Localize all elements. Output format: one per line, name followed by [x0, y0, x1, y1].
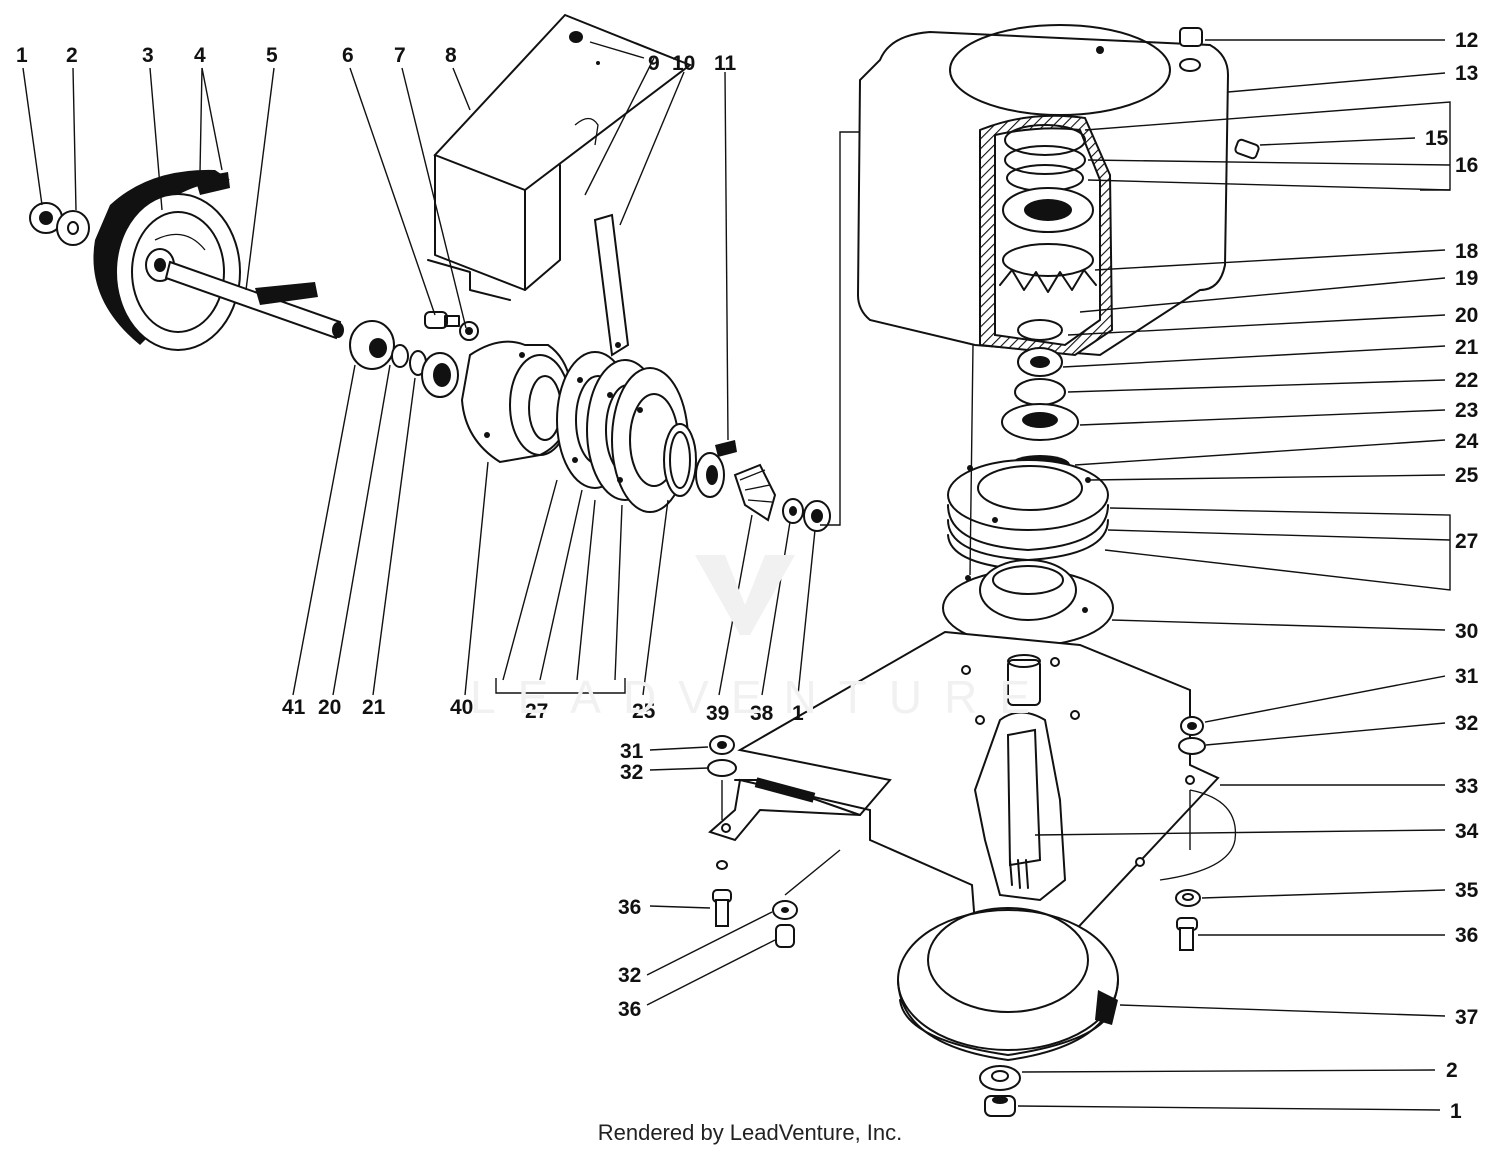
- part-12-vent-plug: [1179, 27, 1203, 47]
- callout-label: 21: [362, 696, 386, 719]
- callout-label: 2: [1446, 1059, 1458, 1082]
- part-25-flange: [947, 459, 1109, 531]
- callout-labels: 1 2 3 4 5 6 7 8 9 10 11 12 13 15 16 18 1…: [16, 29, 1479, 1123]
- callout-label: 27: [525, 700, 548, 723]
- part-11-key: [715, 440, 737, 457]
- part-27-gaskets: [556, 351, 689, 513]
- part-38-washer: [782, 498, 804, 524]
- callout-label: 20: [1455, 304, 1478, 327]
- part-10-bracket: [593, 213, 630, 357]
- callout-label: 36: [618, 896, 641, 919]
- callout-label: 34: [1455, 820, 1479, 843]
- part-7-washer: [459, 321, 479, 341]
- callout-label: 22: [1455, 369, 1478, 392]
- part-1-nut-b: [803, 500, 831, 532]
- callout-label: 20: [318, 696, 341, 719]
- callout-label: 19: [1455, 267, 1478, 290]
- callout-label: 36: [618, 998, 641, 1021]
- callout-label: 9: [648, 52, 660, 75]
- callout-label: 16: [1455, 154, 1478, 177]
- callout-label: 6: [342, 44, 354, 67]
- part-33-deck-plate: [708, 630, 1220, 1002]
- callout-label: 8: [445, 44, 457, 67]
- part-34-spline-shaft: [973, 711, 1067, 902]
- watermark-logo-icon: [695, 555, 795, 635]
- part-30-base-flange: [942, 559, 1114, 647]
- callout-label: 5: [266, 44, 278, 67]
- part-40-housing: [460, 340, 574, 464]
- part-9-screw: [569, 31, 600, 65]
- gearbox-housing-13: [856, 24, 1230, 357]
- bearing: [421, 352, 459, 398]
- hardware-31-32-left: [707, 735, 737, 820]
- part-2-washer: [56, 210, 90, 246]
- callout-label: 13: [1455, 62, 1478, 85]
- callout-label: 2: [66, 44, 78, 67]
- callout-label: 3: [142, 44, 154, 67]
- part-1-nut-lower: [984, 1095, 1016, 1117]
- part-39-bevel-gear: [695, 452, 777, 522]
- callout-label: 10: [672, 52, 695, 75]
- hardware-32-36-center: [772, 849, 841, 948]
- callout-label: 40: [450, 696, 473, 719]
- callout-label: 23: [1455, 399, 1478, 422]
- callout-label: 4: [194, 44, 206, 67]
- callout-label: 12: [1455, 29, 1478, 52]
- watermark-text: LEADVENTURE: [470, 671, 1052, 723]
- callout-label: 36: [1455, 924, 1478, 947]
- part-3-pulley: [93, 169, 241, 351]
- callout-label: 25: [1455, 464, 1479, 487]
- callout-label: 7: [394, 44, 406, 67]
- shaft-stub: [1007, 654, 1041, 706]
- callout-label: 18: [1455, 240, 1479, 263]
- belt-outline: [1159, 789, 1237, 881]
- part-25-o-ring: [663, 423, 697, 497]
- callout-label: 37: [1455, 1006, 1478, 1029]
- callout-label: 31: [1455, 665, 1479, 688]
- part-5-shaft: [164, 260, 344, 340]
- part-8-shield: [427, 13, 693, 301]
- callout-label: 25: [632, 700, 656, 723]
- callout-label: 32: [618, 964, 641, 987]
- callout-label: 1: [792, 702, 804, 725]
- part-6-bolt: [424, 311, 460, 329]
- callout-label: 41: [282, 696, 306, 719]
- part-15-fitting: [1234, 138, 1260, 160]
- part-4-key: [195, 172, 230, 195]
- callout-label: 24: [1455, 430, 1479, 453]
- callout-label: 11: [714, 52, 737, 75]
- footer-credit: Rendered by LeadVenture, Inc.: [597, 1120, 903, 1145]
- callout-label: 31: [620, 740, 644, 763]
- callout-label: 27: [1455, 530, 1478, 553]
- callout-label: 39: [706, 702, 729, 725]
- callout-label: 1: [16, 44, 28, 67]
- hardware-36-left: [712, 860, 732, 927]
- callout-label: 38: [750, 702, 774, 725]
- callout-label: 32: [620, 761, 643, 784]
- callout-label: 15: [1425, 127, 1449, 150]
- part-20-snap-ring: [391, 344, 409, 368]
- callout-label: 35: [1455, 879, 1479, 902]
- part-37-pulley: [897, 907, 1119, 1061]
- hardware-31-32-right: [1178, 716, 1206, 755]
- callout-label: 21: [1455, 336, 1479, 359]
- leader-lines: [22, 39, 1451, 1111]
- left-shaft-assembly: [29, 169, 831, 532]
- callout-label: 30: [1455, 620, 1478, 643]
- part-2-washer-lower: [979, 1065, 1021, 1091]
- callout-label: 1: [1450, 1100, 1462, 1123]
- callout-label: 33: [1455, 775, 1478, 798]
- part-41-seal: [349, 320, 395, 370]
- hardware-35-36-right: [1175, 790, 1201, 951]
- callout-label: 32: [1455, 712, 1478, 735]
